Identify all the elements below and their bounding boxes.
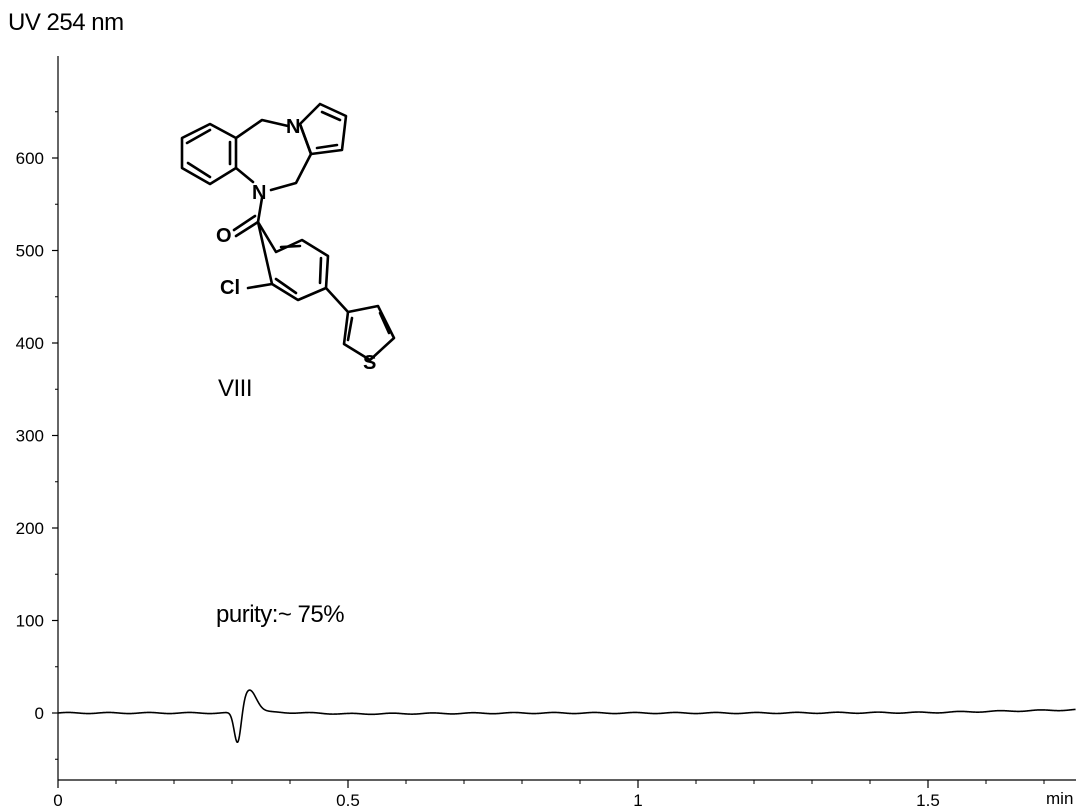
atom-s: S <box>363 352 376 374</box>
y-axis-ticks: 0 100 200 300 400 500 600 <box>16 111 58 760</box>
y-tick-label: 400 <box>16 334 44 353</box>
y-tick-label: 600 <box>16 149 44 168</box>
atom-o: O <box>216 225 232 247</box>
y-tick-label: 0 <box>35 704 44 723</box>
y-tick-label: 200 <box>16 519 44 538</box>
chart-title: UV 254 nm <box>8 9 124 36</box>
purity-annotation: purity:~ 75% <box>216 601 344 628</box>
x-axis-label: min <box>1046 789 1073 808</box>
y-tick-label: 100 <box>16 612 44 631</box>
y-tick-label: 500 <box>16 242 44 261</box>
y-tick-label: 300 <box>16 427 44 446</box>
x-tick-label: 1 <box>633 791 642 808</box>
chromatogram-trace <box>57 689 1076 744</box>
compound-label: VIII <box>218 375 252 402</box>
x-tick-label: 0 <box>53 791 62 808</box>
x-tick-label: 0.5 <box>336 791 360 808</box>
molecule-structure <box>180 102 396 362</box>
atom-n-pyrrole: N <box>286 116 300 138</box>
atom-n-amide: N <box>252 182 266 204</box>
atom-cl: Cl <box>220 277 240 299</box>
x-tick-label: 1.5 <box>916 791 940 808</box>
x-axis-ticks: 00.511.522.53 <box>53 780 1045 808</box>
